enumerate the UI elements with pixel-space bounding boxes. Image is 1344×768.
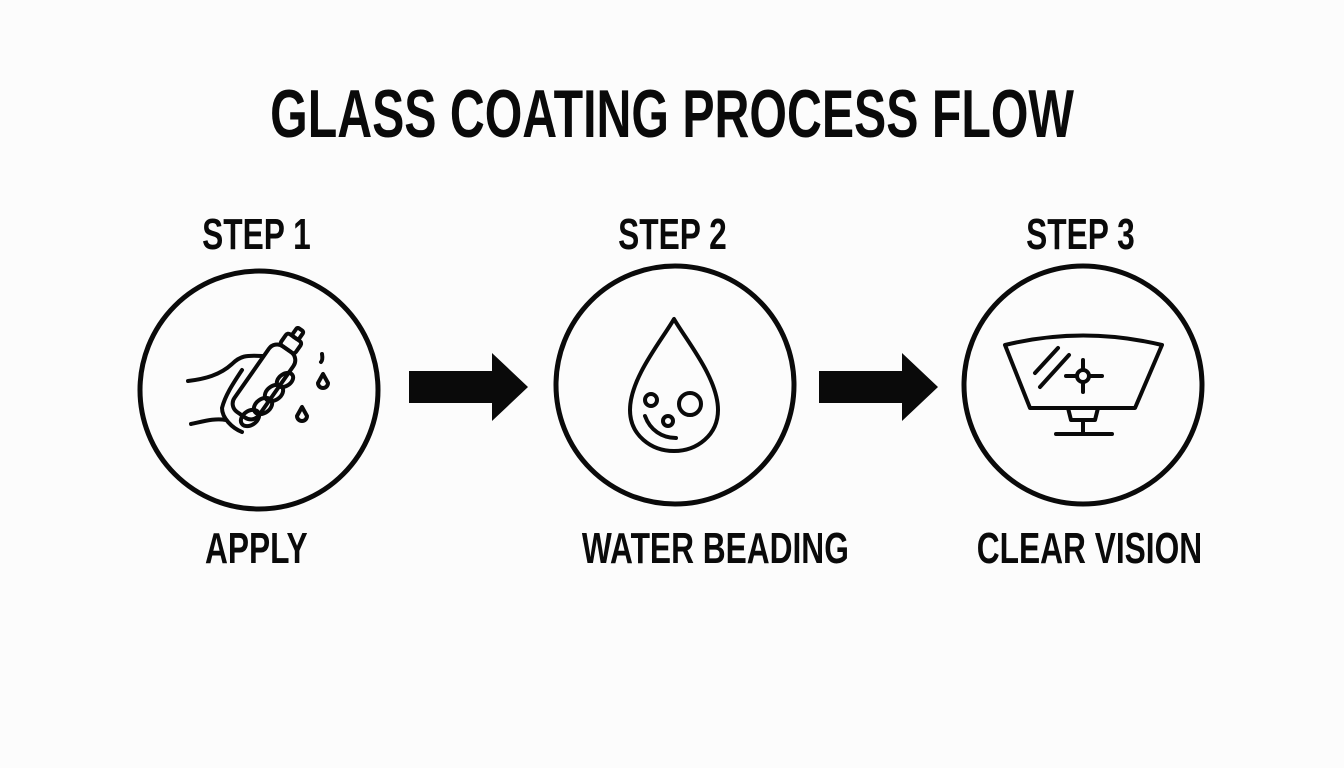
step-1-caption-text: APPLY (204, 524, 308, 573)
step-3-caption: CLEAR VISION (933, 527, 1233, 571)
step-3-label: STEP 3 (930, 213, 1230, 257)
step-3-caption-text: CLEAR VISION (976, 524, 1203, 573)
step-2-caption-text: WATER BEADING (581, 524, 849, 573)
step-2-caption: WATER BEADING (530, 527, 849, 571)
step-1-caption: APPLY (106, 527, 406, 571)
step-3-label-text: STEP 3 (1025, 210, 1135, 259)
step-2-label: STEP 2 (522, 213, 822, 257)
hand-spray-bottle-icon (186, 326, 330, 434)
water-drop-beading-icon (628, 317, 720, 453)
step-3-node (961, 263, 1205, 507)
arrow-right-icon (409, 353, 528, 421)
step-3-circle (961, 263, 1205, 507)
step-1-label: STEP 1 (106, 213, 406, 257)
step-2-label-text: STEP 2 (617, 210, 727, 259)
step-1-label-text: STEP 1 (201, 210, 311, 259)
step-1-circle (137, 268, 381, 512)
title-text: GLASS COATING PROCESS FLOW (270, 76, 1074, 152)
windshield-clear-icon (1003, 333, 1164, 436)
arrow-right-icon (819, 353, 938, 421)
step-2-node (553, 263, 797, 507)
step-1-node (137, 268, 381, 512)
step-2-circle (553, 263, 797, 507)
diagram-title: GLASS COATING PROCESS FLOW (0, 78, 1344, 150)
